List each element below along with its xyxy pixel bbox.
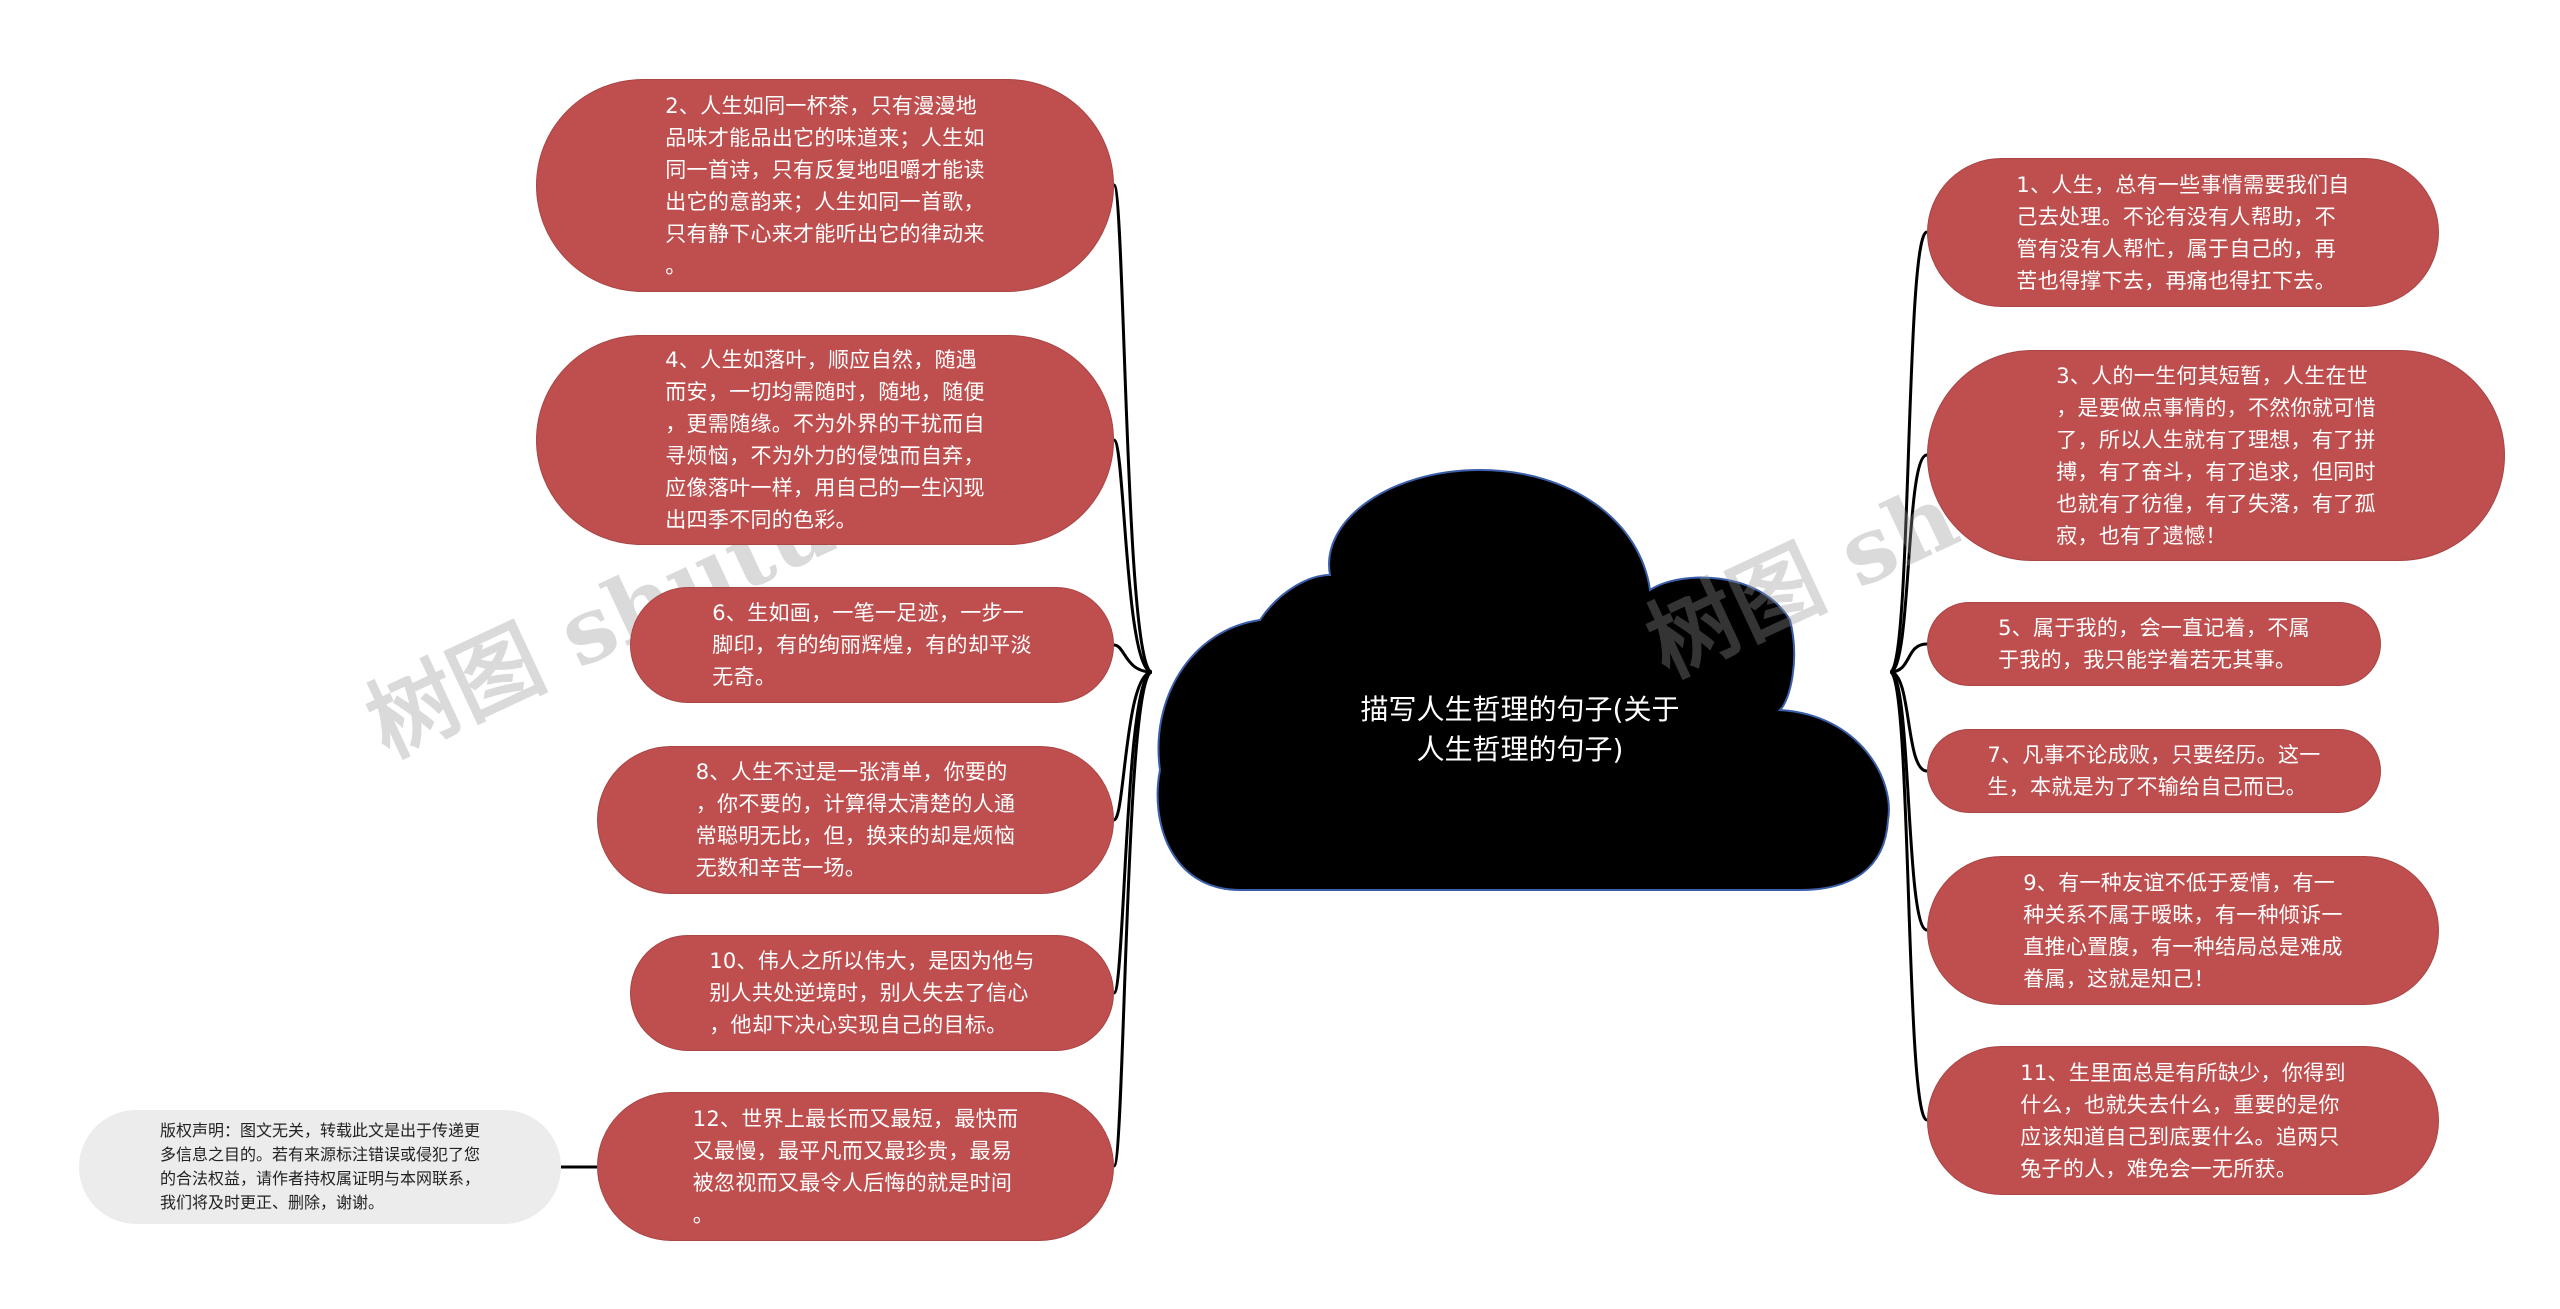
topic-text: 1、人生，总有一些事情需要我们自 己去处理。不论有没有人帮助，不 管有没有人帮忙… <box>2016 172 2350 293</box>
topic-text: 9、有一种友谊不低于爱情，有一 种关系不属于暧昧，有一种倾诉一 直推心置腹，有一… <box>2023 870 2343 991</box>
copyright-notice[interactable]: 版权声明：图文无关，转载此文是出于传递更 多信息之目的。若有来源标注错误或侵犯了… <box>79 1110 561 1224</box>
topic-text: 10、伟人之所以伟大，是因为他与 别人共处逆境时，别人失去了信心 ，他却下决心实… <box>709 949 1035 1037</box>
topic-node-9[interactable]: 9、有一种友谊不低于爱情，有一 种关系不属于暧昧，有一种倾诉一 直推心置腹，有一… <box>1927 856 2439 1005</box>
central-cloud[interactable] <box>1156 468 1890 891</box>
topic-node-10[interactable]: 10、伟人之所以伟大，是因为他与 别人共处逆境时，别人失去了信心 ，他却下决心实… <box>630 935 1114 1051</box>
topic-node-2[interactable]: 2、人生如同一杯茶，只有漫漫地 品味才能品出它的味道来；人生如 同一首诗，只有反… <box>536 79 1114 292</box>
topic-text: 12、世界上最长而又最短，最快而 又最慢，最平凡而又最珍贵，最易 被忽视而又最令… <box>692 1106 1019 1227</box>
topic-text: 3、人的一生何其短暂，人生在世 ，是要做点事情的，不然你就可惜 了，所以人生就有… <box>2056 363 2376 548</box>
central-topic[interactable]: 描写人生哲理的句子(关于 人生哲理的句子) <box>1360 693 1680 766</box>
copyright-text: 版权声明：图文无关，转载此文是出于传递更 多信息之目的。若有来源标注错误或侵犯了… <box>159 1121 480 1212</box>
topic-text: 7、凡事不论成败，只要经历。这一 生，本就是为了不输给自己而已。 <box>1987 743 2321 799</box>
topic-text: 11、生里面总是有所缺少，你得到 什么，也就失去什么，重要的是你 应该知道自己到… <box>2020 1060 2346 1181</box>
connector-line <box>1889 670 1928 773</box>
connector-line <box>1889 453 1928 674</box>
connector-line <box>1112 670 1154 1168</box>
topic-node-8[interactable]: 8、人生不过是一张清单，你要的 ，你不要的，计算得太清楚的人通 常聪明无比，但，… <box>597 746 1114 894</box>
connector-line <box>1888 230 1929 674</box>
topic-node-5[interactable]: 5、属于我的，会一直记着，不属 于我的，我只能学着若无其事。 <box>1927 602 2381 686</box>
topic-text: 4、人生如落叶，顺应自然，随遇 而安，一切均需随时，随地，随便 ，更需随缘。不为… <box>665 348 985 532</box>
topic-text: 6、生如画，一笔一足迹，一步一 脚印，有的绚丽辉煌，有的却平淡 无奇。 <box>712 601 1032 689</box>
connector-line <box>1112 670 1153 822</box>
connector-line <box>1889 642 1928 674</box>
topic-text: 8、人生不过是一张清单，你要的 ，你不要的，计算得太清楚的人通 常聪明无比，但，… <box>695 760 1016 880</box>
topic-text: 5、属于我的，会一直记着，不属 于我的，我只能学着若无其事。 <box>1998 616 2310 672</box>
topic-node-11[interactable]: 11、生里面总是有所缺少，你得到 什么，也就失去什么，重要的是你 应该知道自己到… <box>1927 1046 2439 1195</box>
connector-line <box>1112 670 1153 995</box>
connector-line <box>1888 670 1929 1122</box>
topic-node-6[interactable]: 6、生如画，一笔一足迹，一步一 脚印，有的绚丽辉煌，有的却平淡 无奇。 <box>630 587 1114 703</box>
topic-text: 2、人生如同一杯茶，只有漫漫地 品味才能品出它的味道来；人生如 同一首诗，只有反… <box>665 93 985 278</box>
topic-node-4[interactable]: 4、人生如落叶，顺应自然，随遇 而安，一切均需随时，随地，随便 ，更需随缘。不为… <box>536 335 1114 545</box>
topic-node-7[interactable]: 7、凡事不论成败，只要经历。这一 生，本就是为了不输给自己而已。 <box>1927 729 2381 813</box>
topic-node-12[interactable]: 12、世界上最长而又最短，最快而 又最慢，最平凡而又最珍贵，最易 被忽视而又最令… <box>597 1092 1114 1241</box>
connector-line <box>1112 438 1153 674</box>
connector-line <box>1113 643 1153 674</box>
topic-node-1[interactable]: 1、人生，总有一些事情需要我们自 己去处理。不论有没有人帮助，不 管有没有人帮忙… <box>1927 158 2439 307</box>
topic-node-3[interactable]: 3、人的一生何其短暂，人生在世 ，是要做点事情的，不然你就可惜 了，所以人生就有… <box>1927 350 2505 561</box>
connector-line <box>1112 183 1154 674</box>
